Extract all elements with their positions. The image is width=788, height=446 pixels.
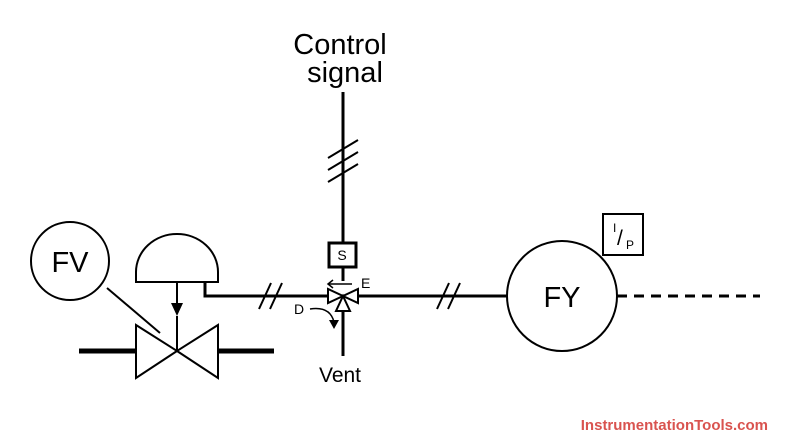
- port-d-arrow-icon: [309, 307, 335, 323]
- electric-signal-hash: [327, 139, 359, 183]
- port-d-arrowhead: [329, 320, 339, 329]
- port-e-arrow-icon: [326, 279, 352, 289]
- fy-label: FY: [543, 282, 580, 314]
- ip-converter-box: [602, 213, 644, 256]
- valve-body: [135, 323, 219, 380]
- three-way-solenoid-valve: [327, 287, 359, 312]
- solenoid-label: S: [337, 247, 346, 263]
- valve-stem-arrowhead: [171, 303, 183, 316]
- ip-denominator: P: [626, 238, 634, 252]
- control-signal-label-line2: signal: [307, 57, 383, 89]
- pneumatic-hash-left: [258, 282, 283, 310]
- fv-valve-bubble: [30, 221, 110, 301]
- fv-leader-line: [106, 287, 161, 334]
- ip-slash: /: [617, 227, 623, 250]
- port-d-label: D: [294, 301, 304, 317]
- port-e-label: E: [361, 275, 370, 291]
- ip-numerator: I: [613, 221, 616, 235]
- vent-label: Vent: [319, 364, 361, 387]
- watermark: InstrumentationTools.com: [581, 417, 768, 434]
- fv-label: FV: [51, 247, 89, 279]
- pneumatic-hash-right: [436, 282, 461, 310]
- valve-actuator-dome: [135, 233, 219, 283]
- control-signal-label-line1: Control: [293, 29, 387, 61]
- actuator-air-line: [203, 282, 328, 298]
